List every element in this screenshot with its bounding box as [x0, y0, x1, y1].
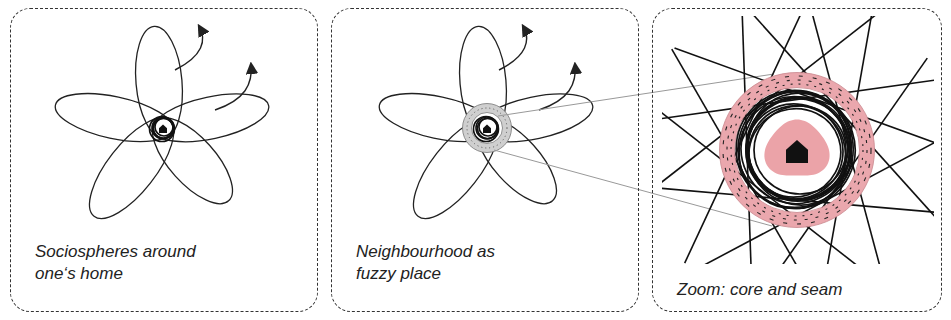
- core-loop: [729, 81, 869, 223]
- core-loop: [718, 71, 875, 228]
- fuzzy-ring-edge: [463, 104, 512, 153]
- fuzzy-ring-dots: [467, 108, 507, 148]
- seam-edge: [720, 73, 875, 228]
- trajectory-loop: [399, 105, 512, 231]
- home-icon: [483, 125, 491, 133]
- trajectory-loop: [75, 105, 188, 231]
- core-area: [764, 120, 829, 176]
- panel-box: Neighbourhood as fuzzy place: [331, 8, 639, 312]
- panel-box: Sociospheres around one‘s home: [10, 8, 318, 312]
- seam-stipple: [731, 84, 863, 216]
- trajectory-loop: [139, 105, 245, 216]
- panel-caption: Neighbourhood as fuzzy place: [356, 241, 526, 285]
- trajectory-arrow: [499, 26, 527, 70]
- trajectory-arrow: [539, 64, 575, 110]
- core-loop: [712, 66, 877, 231]
- trajectory-loop: [463, 105, 569, 216]
- fuzzy-ring: [467, 108, 507, 148]
- trajectory-loop: [375, 85, 501, 151]
- sociospheres-figure: [51, 24, 273, 231]
- panel-caption: Zoom: core and seam: [677, 279, 927, 301]
- zoom-figure: [662, 16, 934, 264]
- panel-caption: Sociospheres around one‘s home: [35, 241, 225, 285]
- core-loop: [150, 117, 175, 142]
- home-icon: [159, 125, 167, 133]
- core-loop: [478, 119, 498, 139]
- trajectory-arrow: [175, 26, 203, 70]
- home-icon: [786, 140, 808, 163]
- core-loop: [474, 117, 499, 142]
- trajectory-arrow: [215, 64, 251, 110]
- seam-stipple: [723, 76, 871, 224]
- trajectory-loop: [51, 85, 177, 151]
- trajectory-loop: [473, 85, 597, 151]
- core-loop: [154, 119, 174, 139]
- trajectory-loop: [131, 24, 187, 140]
- neighbourhood-figure: [375, 24, 597, 231]
- fuzzy-ring-edge: [472, 113, 503, 144]
- panel-box: Zoom: core and seam: [652, 8, 942, 312]
- trajectory-loop: [149, 85, 273, 151]
